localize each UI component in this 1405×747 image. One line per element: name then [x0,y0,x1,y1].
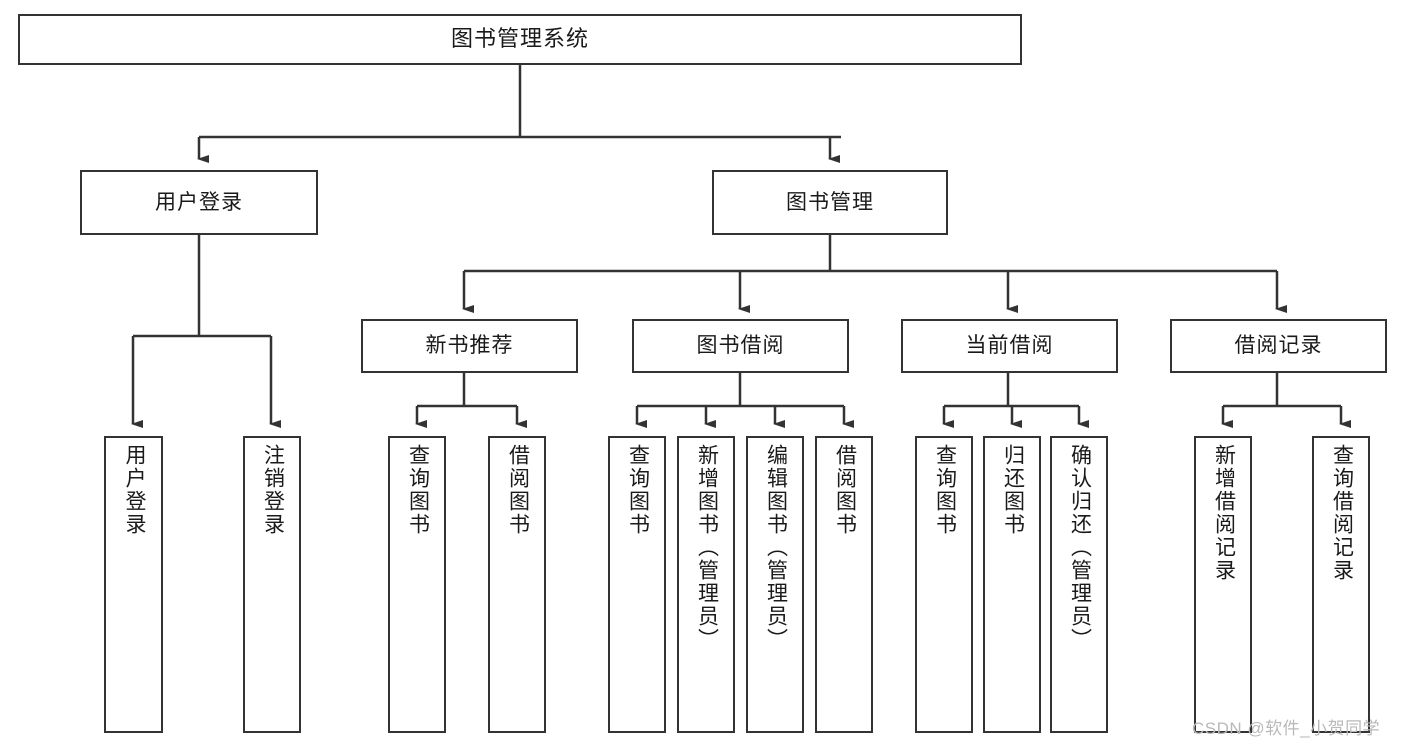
node-borrow-record[interactable]: 借阅记录 [1170,319,1387,373]
leaf-query-book-2-label: 查询图书 [626,444,650,536]
leaf-user-login[interactable]: 用户登录 [104,436,163,733]
leaf-query-book-1[interactable]: 查询图书 [388,436,446,733]
leaf-edit-book[interactable]: 编辑图书（管理员） [746,436,804,733]
leaf-confirm-return[interactable]: 确认归还（管理员） [1050,436,1108,733]
node-root-book-management-system[interactable]: 图书管理系统 [18,14,1022,65]
leaf-confirm-return-label: 确认归还（管理员） [1068,444,1092,651]
leaf-query-book-2[interactable]: 查询图书 [608,436,666,733]
node-book-borrow[interactable]: 图书借阅 [632,319,849,373]
leaf-return-book-label: 归还图书 [1001,444,1025,536]
leaf-add-book[interactable]: 新增图书（管理员） [677,436,735,733]
leaf-user-logout-label: 注销登录 [261,444,285,536]
node-user-login[interactable]: 用户登录 [80,170,318,235]
leaf-edit-book-label: 编辑图书（管理员） [764,444,788,651]
leaf-query-record[interactable]: 查询借阅记录 [1312,436,1370,733]
leaf-add-book-label: 新增图书（管理员） [695,444,719,651]
leaf-user-login-label: 用户登录 [122,444,146,536]
leaf-query-book-3-label: 查询图书 [933,444,957,536]
leaf-return-book[interactable]: 归还图书 [983,436,1041,733]
leaf-add-record-label: 新增借阅记录 [1212,444,1236,582]
csdn-watermark: CSDN @软件_小贺同学 [1192,719,1381,738]
node-book-manage[interactable]: 图书管理 [712,170,948,235]
node-current-borrow[interactable]: 当前借阅 [901,319,1118,373]
leaf-query-book-1-label: 查询图书 [406,444,430,536]
leaf-add-record[interactable]: 新增借阅记录 [1194,436,1252,733]
node-new-book-recommend[interactable]: 新书推荐 [361,319,578,373]
leaf-borrow-book-2[interactable]: 借阅图书 [815,436,873,733]
leaf-borrow-book-1-label: 借阅图书 [506,444,530,536]
leaf-query-record-label: 查询借阅记录 [1330,444,1354,582]
leaf-user-logout[interactable]: 注销登录 [243,436,301,733]
leaf-borrow-book-2-label: 借阅图书 [833,444,857,536]
leaf-query-book-3[interactable]: 查询图书 [915,436,973,733]
leaf-borrow-book-1[interactable]: 借阅图书 [488,436,546,733]
